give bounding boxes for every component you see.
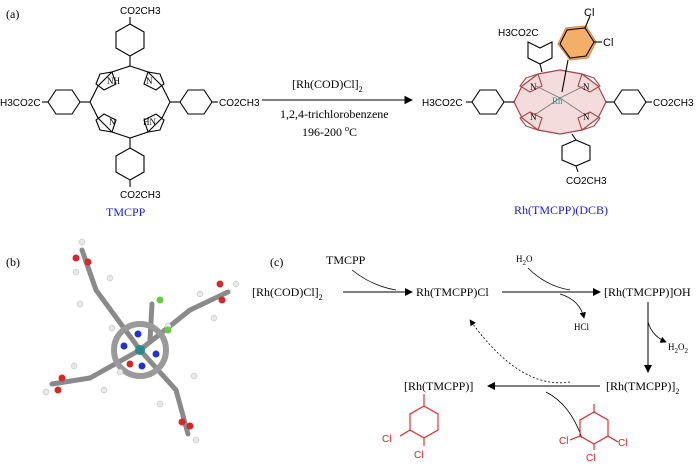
h2o-label: H2O (516, 254, 533, 267)
tcb-cl-2: Cl (618, 438, 627, 449)
rh-atom (135, 345, 145, 355)
product-n-2: N (583, 82, 590, 92)
hcl-label: HCl (574, 322, 590, 332)
product-structure: H3CO2C CO2CH3 H3CO2C CO2CH3 N N N N Rh (422, 15, 694, 187)
nh-label: NH (107, 76, 120, 86)
product-ester-top: H3CO2C (498, 28, 539, 39)
product-n-4: N (583, 112, 590, 122)
reagent-label: [Rh(COD)Cl]2 (292, 77, 363, 94)
return-dotted-arrow (469, 319, 571, 384)
temperature-label: 196-200 oC (302, 124, 357, 139)
hn-label: HN (143, 117, 156, 127)
product-name: Rh(TMCPP)(DCB) (514, 203, 608, 217)
dimer-complex: [Rh(TMCPP)]2 (606, 379, 679, 396)
n-label-1: N (146, 76, 153, 86)
product-n-3: N (530, 112, 537, 122)
monomer-complex: [Rh(TMCPP)] (404, 379, 473, 393)
panel-label-a: (a) (6, 7, 19, 21)
crystal-structure (42, 238, 240, 444)
panel-label-b: (b) (6, 255, 20, 269)
n-label-2: N (109, 117, 116, 127)
hcl-curve (559, 293, 586, 319)
h2o2-curve (647, 321, 667, 343)
cl-right: Cl (603, 37, 613, 49)
tcb-cl-1: Cl (559, 436, 568, 447)
product-ester-left: H3CO2C (422, 98, 463, 109)
panel-label-c: (c) (270, 255, 283, 269)
dcb-cl-1: Cl (382, 434, 391, 445)
tcb-cl-3: Cl (586, 453, 595, 464)
rh-hydroxide: [Rh(TMCPP)]OH (604, 285, 691, 299)
start-complex: [Rh(COD)Cl]2 (252, 285, 323, 302)
ester-bottom: CO2CH3 (120, 190, 161, 201)
ester-left: H3CO2C (0, 98, 41, 109)
reactant-name: TMCPP (106, 205, 146, 219)
rh-label: Rh (552, 96, 563, 106)
h2o-curve (527, 267, 571, 291)
cl-top: Cl (584, 7, 594, 19)
dcb-product (399, 394, 439, 446)
product-ester-bottom: CO2CH3 (566, 176, 607, 187)
h2o2-label: H2O2 (668, 342, 689, 355)
tmcpp-structure: CO2CH3 CO2CH3 H3CO2C CO2CH3 NH N N HN (0, 6, 260, 201)
rh-chloride: Rh(TMCPP)Cl (416, 285, 489, 299)
dcb-cl-2: Cl (414, 450, 423, 461)
ester-right: CO2CH3 (219, 98, 260, 109)
ester-top: CO2CH3 (120, 6, 161, 17)
product-ester-right: CO2CH3 (653, 98, 694, 109)
solvent-label: 1,2,4-trichlorobenzene (280, 107, 389, 121)
tcb-curve (545, 391, 583, 439)
product-n-1: N (530, 82, 537, 92)
tmcpp-curve (351, 269, 397, 291)
tmcpp-label: TMCPP (326, 253, 366, 267)
tcb-reagent (569, 404, 619, 450)
